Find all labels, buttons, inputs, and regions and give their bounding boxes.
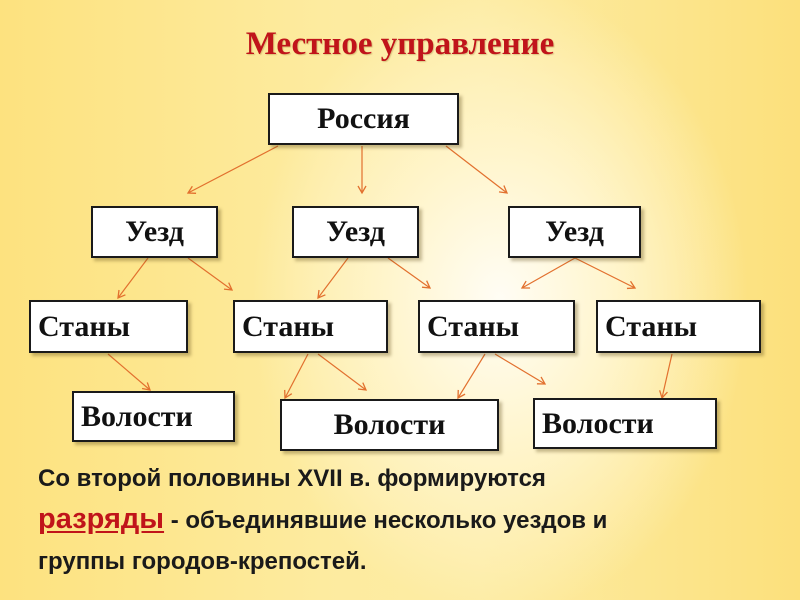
arrow-uezd2-to-stany2	[317, 257, 349, 300]
note-line-2-rest: - объединявшие несколько уездов и	[164, 507, 608, 534]
node-russia: Россия	[268, 93, 459, 145]
note-line-2: разряды - объединявшие несколько уездов …	[38, 499, 778, 541]
note-line-3: группы городов-крепостей.	[38, 548, 367, 575]
page-title: Местное управление	[245, 26, 555, 62]
arrow-stany3-to-volosti3-a	[457, 353, 486, 400]
arrow-root-to-uezd-1	[186, 145, 279, 194]
node-uezd-1: Уезд	[91, 206, 218, 258]
arrow-uezd3-to-stany4	[574, 257, 637, 290]
note-line-1: Со второй половины XVII в. формируются	[38, 465, 546, 492]
node-uezd-2: Уезд	[292, 206, 419, 258]
node-uezd-3: Уезд	[508, 206, 641, 258]
arrow-stany2-to-volosti2-a	[284, 353, 309, 400]
arrow-stany3-to-volosti3-b	[494, 353, 547, 385]
arrow-uezd3-to-stany3	[520, 257, 576, 289]
node-stany-4: Станы	[596, 300, 761, 353]
accent-term: разряды	[38, 503, 165, 535]
arrow-stany2-to-volosti2-b	[317, 353, 368, 391]
node-volosti-3: Волости	[533, 398, 717, 449]
node-stany-2: Станы	[233, 300, 388, 353]
arrow-uezd1-to-stany2	[187, 257, 234, 291]
arrow-root-to-uezd-3	[445, 145, 509, 194]
node-stany-1: Станы	[29, 300, 188, 353]
node-volosti-2: Волости	[280, 399, 499, 451]
arrow-stany4-to-volosti3	[659, 353, 673, 400]
arrow-uezd1-to-stany1	[117, 257, 149, 300]
node-volosti-1: Волости	[72, 391, 235, 442]
arrow-stany1-to-volosti1	[107, 353, 151, 391]
note-text: Со второй половины XVII в. формируются р…	[38, 458, 778, 582]
node-stany-3: Станы	[418, 300, 575, 353]
arrow-uezd2-to-stany3	[387, 257, 432, 289]
